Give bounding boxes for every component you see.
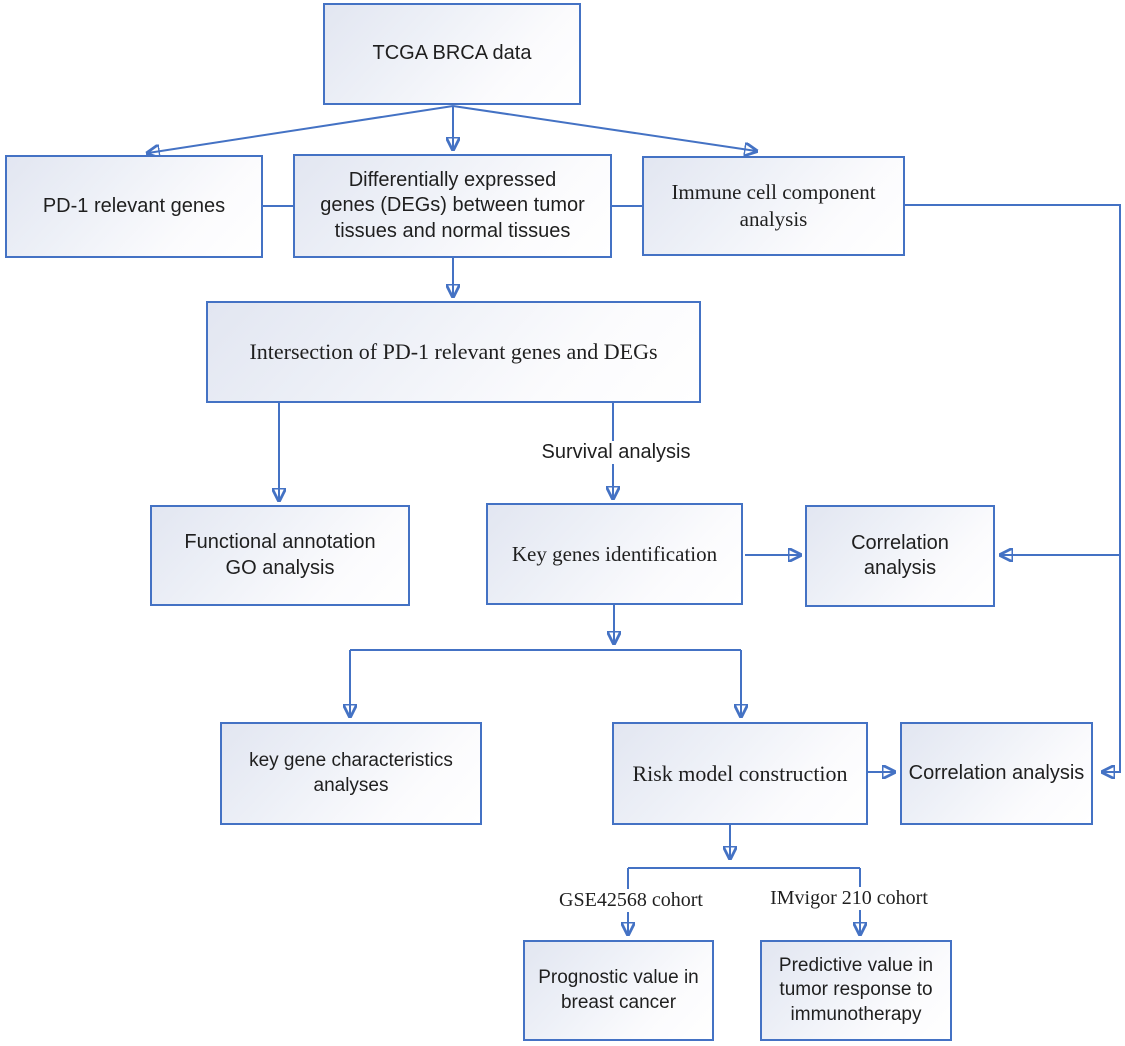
arrow-tcga-to-pd1	[148, 105, 454, 153]
node-label-line: tumor response to	[779, 979, 933, 1001]
node-label: PD-1 relevant genes	[42, 194, 226, 217]
node-label-line: GO analysis	[225, 556, 335, 579]
node-label-line: Differentially expressed	[348, 168, 557, 191]
node-label: Risk model construction	[632, 760, 848, 786]
node-label: Key genes identification	[511, 541, 718, 566]
edge-label-imvigor-210-cohort: IMvigor 210 cohort	[764, 887, 934, 910]
node-intersection: Intersection of PD-1 relevant genes and …	[206, 301, 701, 403]
edge-label-gse42568-cohort: GSE42568 cohort	[553, 889, 709, 912]
node-label: TCGA BRCA data	[372, 42, 532, 65]
node-degs: Differentially expressed genes (DEGs) be…	[293, 154, 612, 258]
node-label: Correlation analysis	[908, 761, 1085, 784]
node-correlation-analysis-2: Correlation analysis	[900, 722, 1093, 825]
node-predictive-value: Predictive value in tumor response to im…	[760, 940, 952, 1041]
node-label: Intersection of PD-1 relevant genes and …	[249, 339, 658, 365]
node-pd1-relevant-genes: PD-1 relevant genes	[5, 155, 263, 258]
arrow-tcga-to-immune	[452, 105, 756, 151]
node-correlation-analysis-1: Correlation analysis	[805, 505, 995, 607]
node-label-line: tissues and normal tissues	[334, 219, 571, 242]
node-label-line: Predictive value in	[778, 955, 934, 977]
node-label-line: Prognostic value in	[538, 967, 699, 989]
node-label-line: analyses	[313, 774, 389, 796]
node-key-gene-characteristics: key gene characteristics analyses	[220, 722, 482, 825]
node-label: Correlation analysis	[851, 531, 949, 579]
node-immune-cell-analysis: Immune cell component analysis	[642, 156, 905, 256]
node-prognostic-value: Prognostic value in breast cancer	[523, 940, 714, 1041]
edge-label-survival-analysis: Survival analysis	[535, 441, 697, 464]
node-risk-model-construction: Risk model construction	[612, 722, 868, 825]
node-label-line: immunotherapy	[790, 1003, 922, 1025]
node-label-line: analysis	[739, 207, 808, 231]
node-tcga-brca-data: TCGA BRCA data	[323, 3, 581, 105]
connector-immune-right-rail-to-correlation-2	[905, 204, 1121, 772]
node-label-line: genes (DEGs) between tumor	[320, 194, 585, 217]
node-label-line: key gene characteristics	[249, 750, 453, 772]
node-key-genes-identification: Key genes identification	[486, 503, 743, 605]
node-label-line: breast cancer	[560, 991, 677, 1013]
node-label-line: Functional annotation	[184, 531, 376, 554]
node-label-line: Immune cell component	[671, 180, 876, 205]
node-functional-annotation: Functional annotation GO analysis	[150, 505, 410, 606]
